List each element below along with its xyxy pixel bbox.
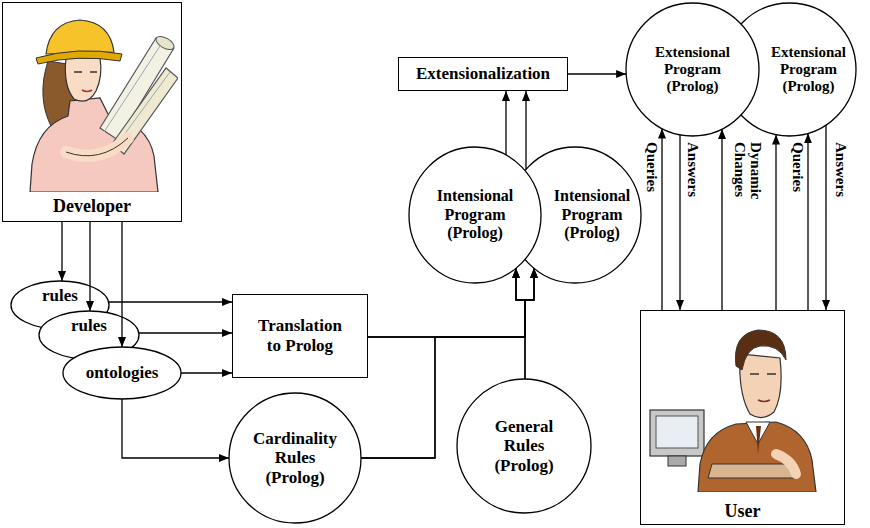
process-box: Extensionalization bbox=[398, 57, 568, 91]
node-label: Intensional Program (Prolog) bbox=[546, 187, 638, 242]
connector-arrow bbox=[505, 91, 506, 155]
connector-arrow bbox=[679, 135, 680, 310]
node-label: rules bbox=[71, 316, 107, 336]
edge-label: Answers bbox=[684, 142, 701, 197]
connector-arrow bbox=[109, 301, 232, 302]
connector-arrow bbox=[525, 268, 534, 379]
actor-box: Developer bbox=[2, 2, 182, 222]
connector-arrow bbox=[516, 268, 525, 379]
node-label: Extensional Program (Prolog) bbox=[648, 44, 738, 96]
process-box: Translation to Prolog bbox=[232, 294, 368, 378]
node-label: Developer bbox=[53, 196, 131, 217]
connector-arrow bbox=[807, 133, 808, 310]
connector-arrow bbox=[181, 372, 232, 373]
node-label: ontologies bbox=[86, 363, 159, 383]
connector-arrow bbox=[775, 135, 776, 310]
edge-label: Queries bbox=[643, 142, 660, 192]
program-circle: General Rules (Prolog) bbox=[456, 378, 592, 514]
connector-arrow bbox=[721, 129, 722, 310]
node-label: rules bbox=[42, 286, 78, 306]
node-label: User bbox=[725, 501, 761, 522]
connector-arrow bbox=[139, 332, 232, 333]
connector-arrow bbox=[661, 129, 662, 310]
program-circle: Intensional Program (Prolog) bbox=[408, 146, 542, 284]
actor-box: User bbox=[640, 310, 845, 525]
node-label: Cardinality Rules (Prolog) bbox=[249, 429, 341, 488]
edge-label: Queries bbox=[789, 142, 806, 192]
node-label: Extensional Program (Prolog) bbox=[764, 44, 854, 96]
node-label: Intensional Program (Prolog) bbox=[429, 187, 521, 242]
edge-label: Dynamic Changes bbox=[731, 142, 764, 222]
connector-arrow bbox=[825, 125, 826, 310]
edge-label: Answers bbox=[832, 142, 849, 197]
connector-arrow bbox=[368, 268, 525, 337]
node-label: Translation to Prolog bbox=[254, 316, 346, 355]
program-circle: Cardinality Rules (Prolog) bbox=[228, 392, 362, 524]
node-label: Extensionalization bbox=[416, 64, 550, 84]
connector-arrow bbox=[568, 73, 626, 74]
ontology-ellipse: ontologies bbox=[62, 346, 182, 400]
node-label: General Rules (Prolog) bbox=[478, 417, 570, 476]
connector-arrow bbox=[525, 91, 526, 169]
connector-arrow bbox=[61, 222, 62, 281]
program-circle: Extensional Program (Prolog) bbox=[625, 2, 760, 137]
connector-arrow bbox=[122, 399, 229, 458]
